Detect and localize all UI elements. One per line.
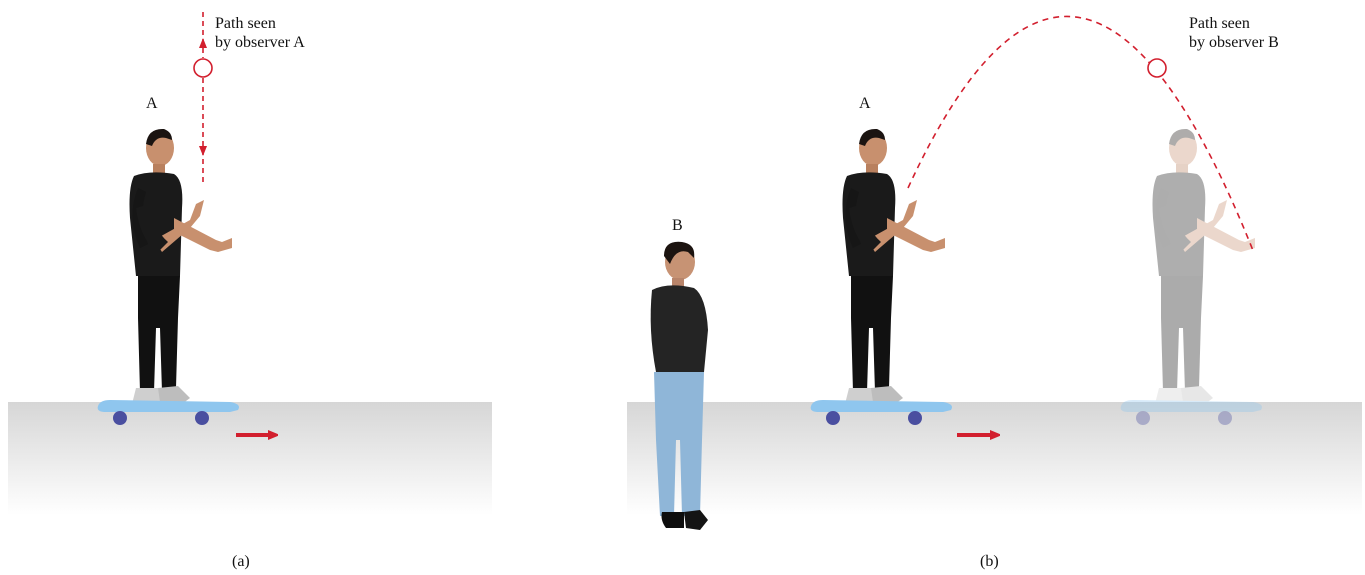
person-on-skateboard-b-icon bbox=[810, 128, 952, 426]
path-b-parabola bbox=[907, 15, 1255, 254]
observer-a-label-b: A bbox=[859, 95, 871, 112]
caption-b: (b) bbox=[980, 553, 999, 570]
down-arrow-icon bbox=[199, 146, 207, 156]
floor-a bbox=[8, 402, 492, 515]
ball-circle-icon bbox=[193, 58, 213, 78]
observer-b-label: B bbox=[672, 217, 683, 234]
caption-a: (a) bbox=[232, 553, 250, 570]
person-on-skateboard-icon bbox=[97, 128, 239, 426]
standing-person-icon bbox=[650, 241, 708, 530]
path-label-a: Path seen by observer A bbox=[215, 15, 305, 51]
floor-b bbox=[627, 402, 1362, 515]
ball-circle-b-icon bbox=[1147, 58, 1167, 78]
observer-a-label: A bbox=[146, 95, 158, 112]
path-label-b: Path seen by observer B bbox=[1189, 15, 1279, 51]
up-arrow-icon bbox=[199, 38, 207, 48]
person-on-skateboard-later-icon bbox=[1120, 128, 1262, 426]
